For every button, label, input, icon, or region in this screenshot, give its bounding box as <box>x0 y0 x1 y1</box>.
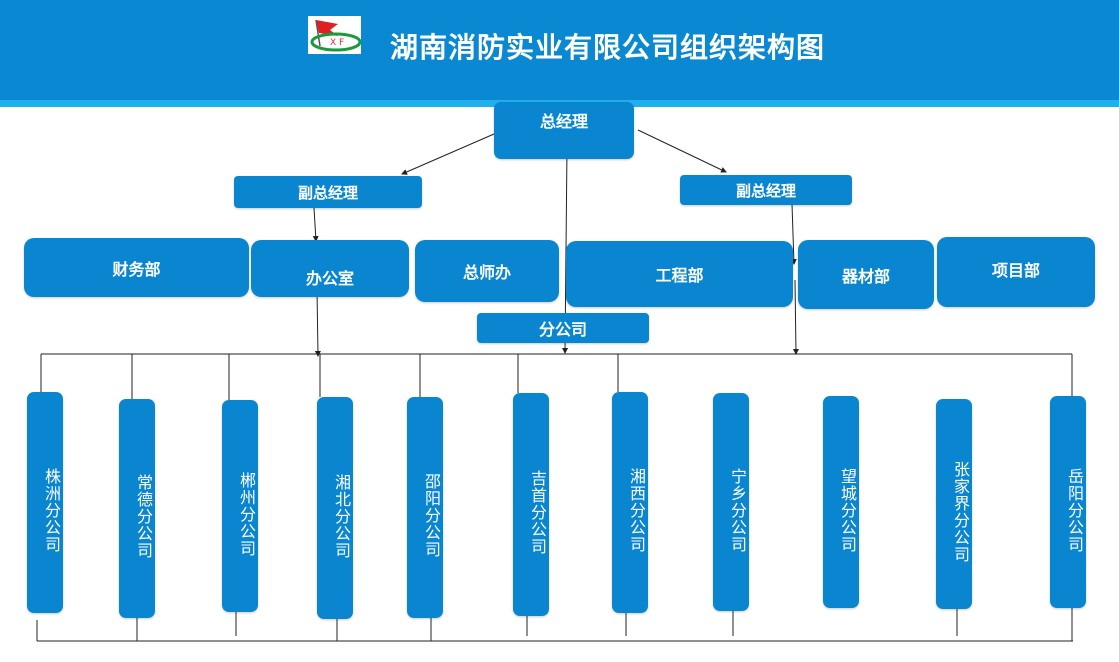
dept-engineering[interactable]: 工程部 <box>566 241 793 307</box>
dept-chief-engineer-office[interactable]: 总师办 <box>415 240 559 302</box>
branch-box[interactable]: 宁乡分公司 <box>713 393 749 611</box>
header-banner <box>0 0 1119 100</box>
dept-office[interactable]: 办公室 <box>251 240 409 297</box>
general-manager-box[interactable]: 总经理 <box>494 102 634 159</box>
branch-box[interactable]: 岳阳分公司 <box>1050 396 1086 608</box>
branch-box[interactable]: 湘北分公司 <box>317 397 353 619</box>
deputy-gm-left-box[interactable]: 副总经理 <box>234 176 422 208</box>
deputy-gm-right-box[interactable]: 副总经理 <box>680 175 852 205</box>
branch-box[interactable]: 株洲分公司 <box>27 392 63 613</box>
branch-box[interactable]: 张家界分公司 <box>936 399 972 609</box>
branch-header-box[interactable]: 分公司 <box>477 313 649 343</box>
branch-box[interactable]: 吉首分公司 <box>513 393 549 616</box>
branch-box[interactable]: 郴州分公司 <box>222 400 258 612</box>
svg-text:X F: X F <box>330 38 344 48</box>
page-title: 湖南消防实业有限公司组织架构图 <box>390 31 826 64</box>
branch-box[interactable]: 望城分公司 <box>823 396 859 608</box>
branch-box[interactable]: 邵阳分公司 <box>407 397 443 618</box>
dept-projects[interactable]: 项目部 <box>937 237 1095 307</box>
company-logo: X F <box>308 16 361 54</box>
dept-equipment[interactable]: 器材部 <box>798 240 934 309</box>
dept-finance[interactable]: 财务部 <box>24 238 249 297</box>
branch-box[interactable]: 常德分公司 <box>119 399 155 618</box>
branch-box[interactable]: 湘西分公司 <box>612 392 648 613</box>
